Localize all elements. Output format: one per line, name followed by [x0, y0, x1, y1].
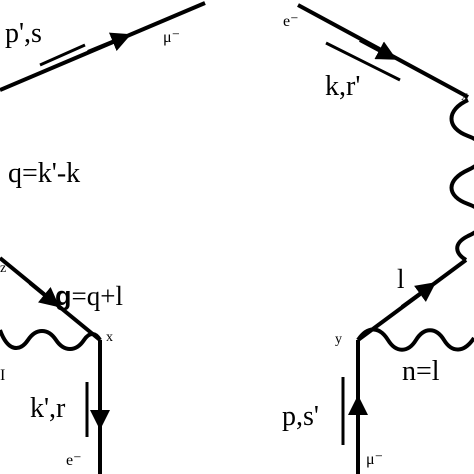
momentum-k-bar — [325, 41, 401, 82]
label-loop-momentum: l — [397, 264, 405, 294]
label-momentum-p-prime: p',s — [5, 18, 42, 49]
label-electron-in: e⁻ — [283, 13, 299, 30]
label-electron-out: e⁻ — [66, 452, 82, 469]
label-internal-letter: g — [55, 281, 72, 311]
internal-fermion-arrow — [28, 281, 60, 308]
label-internal-momentum: g=q+l — [55, 283, 123, 310]
momentum-p-prime-bar — [39, 43, 86, 67]
label-photon-n: n=l — [402, 356, 440, 387]
label-momentum-p: p,s' — [282, 401, 319, 432]
photon-left-wavy — [0, 329, 102, 351]
label-momentum-transfer: q=k'-k — [8, 158, 81, 189]
label-vertex-z: z — [0, 261, 7, 276]
photon-vertical-coil — [449, 98, 474, 262]
label-left-edge-mark: I — [0, 367, 6, 384]
label-muon-out: μ⁻ — [163, 29, 181, 46]
muon-out-arrow — [87, 32, 132, 54]
electron-in-arrow — [359, 38, 397, 60]
photon-right-wavy — [356, 327, 474, 352]
label-internal-rest: =q+l — [71, 281, 123, 311]
label-momentum-k-prime: k',r — [30, 393, 66, 424]
label-muon-in: μ⁻ — [366, 451, 384, 468]
label-vertex-x-right: x — [461, 89, 468, 104]
loop-fermion-arrow — [400, 282, 437, 309]
label-vertex-x-left: x — [106, 330, 113, 345]
label-momentum-k: k,r' — [325, 71, 361, 102]
label-vertex-y: y — [335, 332, 342, 347]
